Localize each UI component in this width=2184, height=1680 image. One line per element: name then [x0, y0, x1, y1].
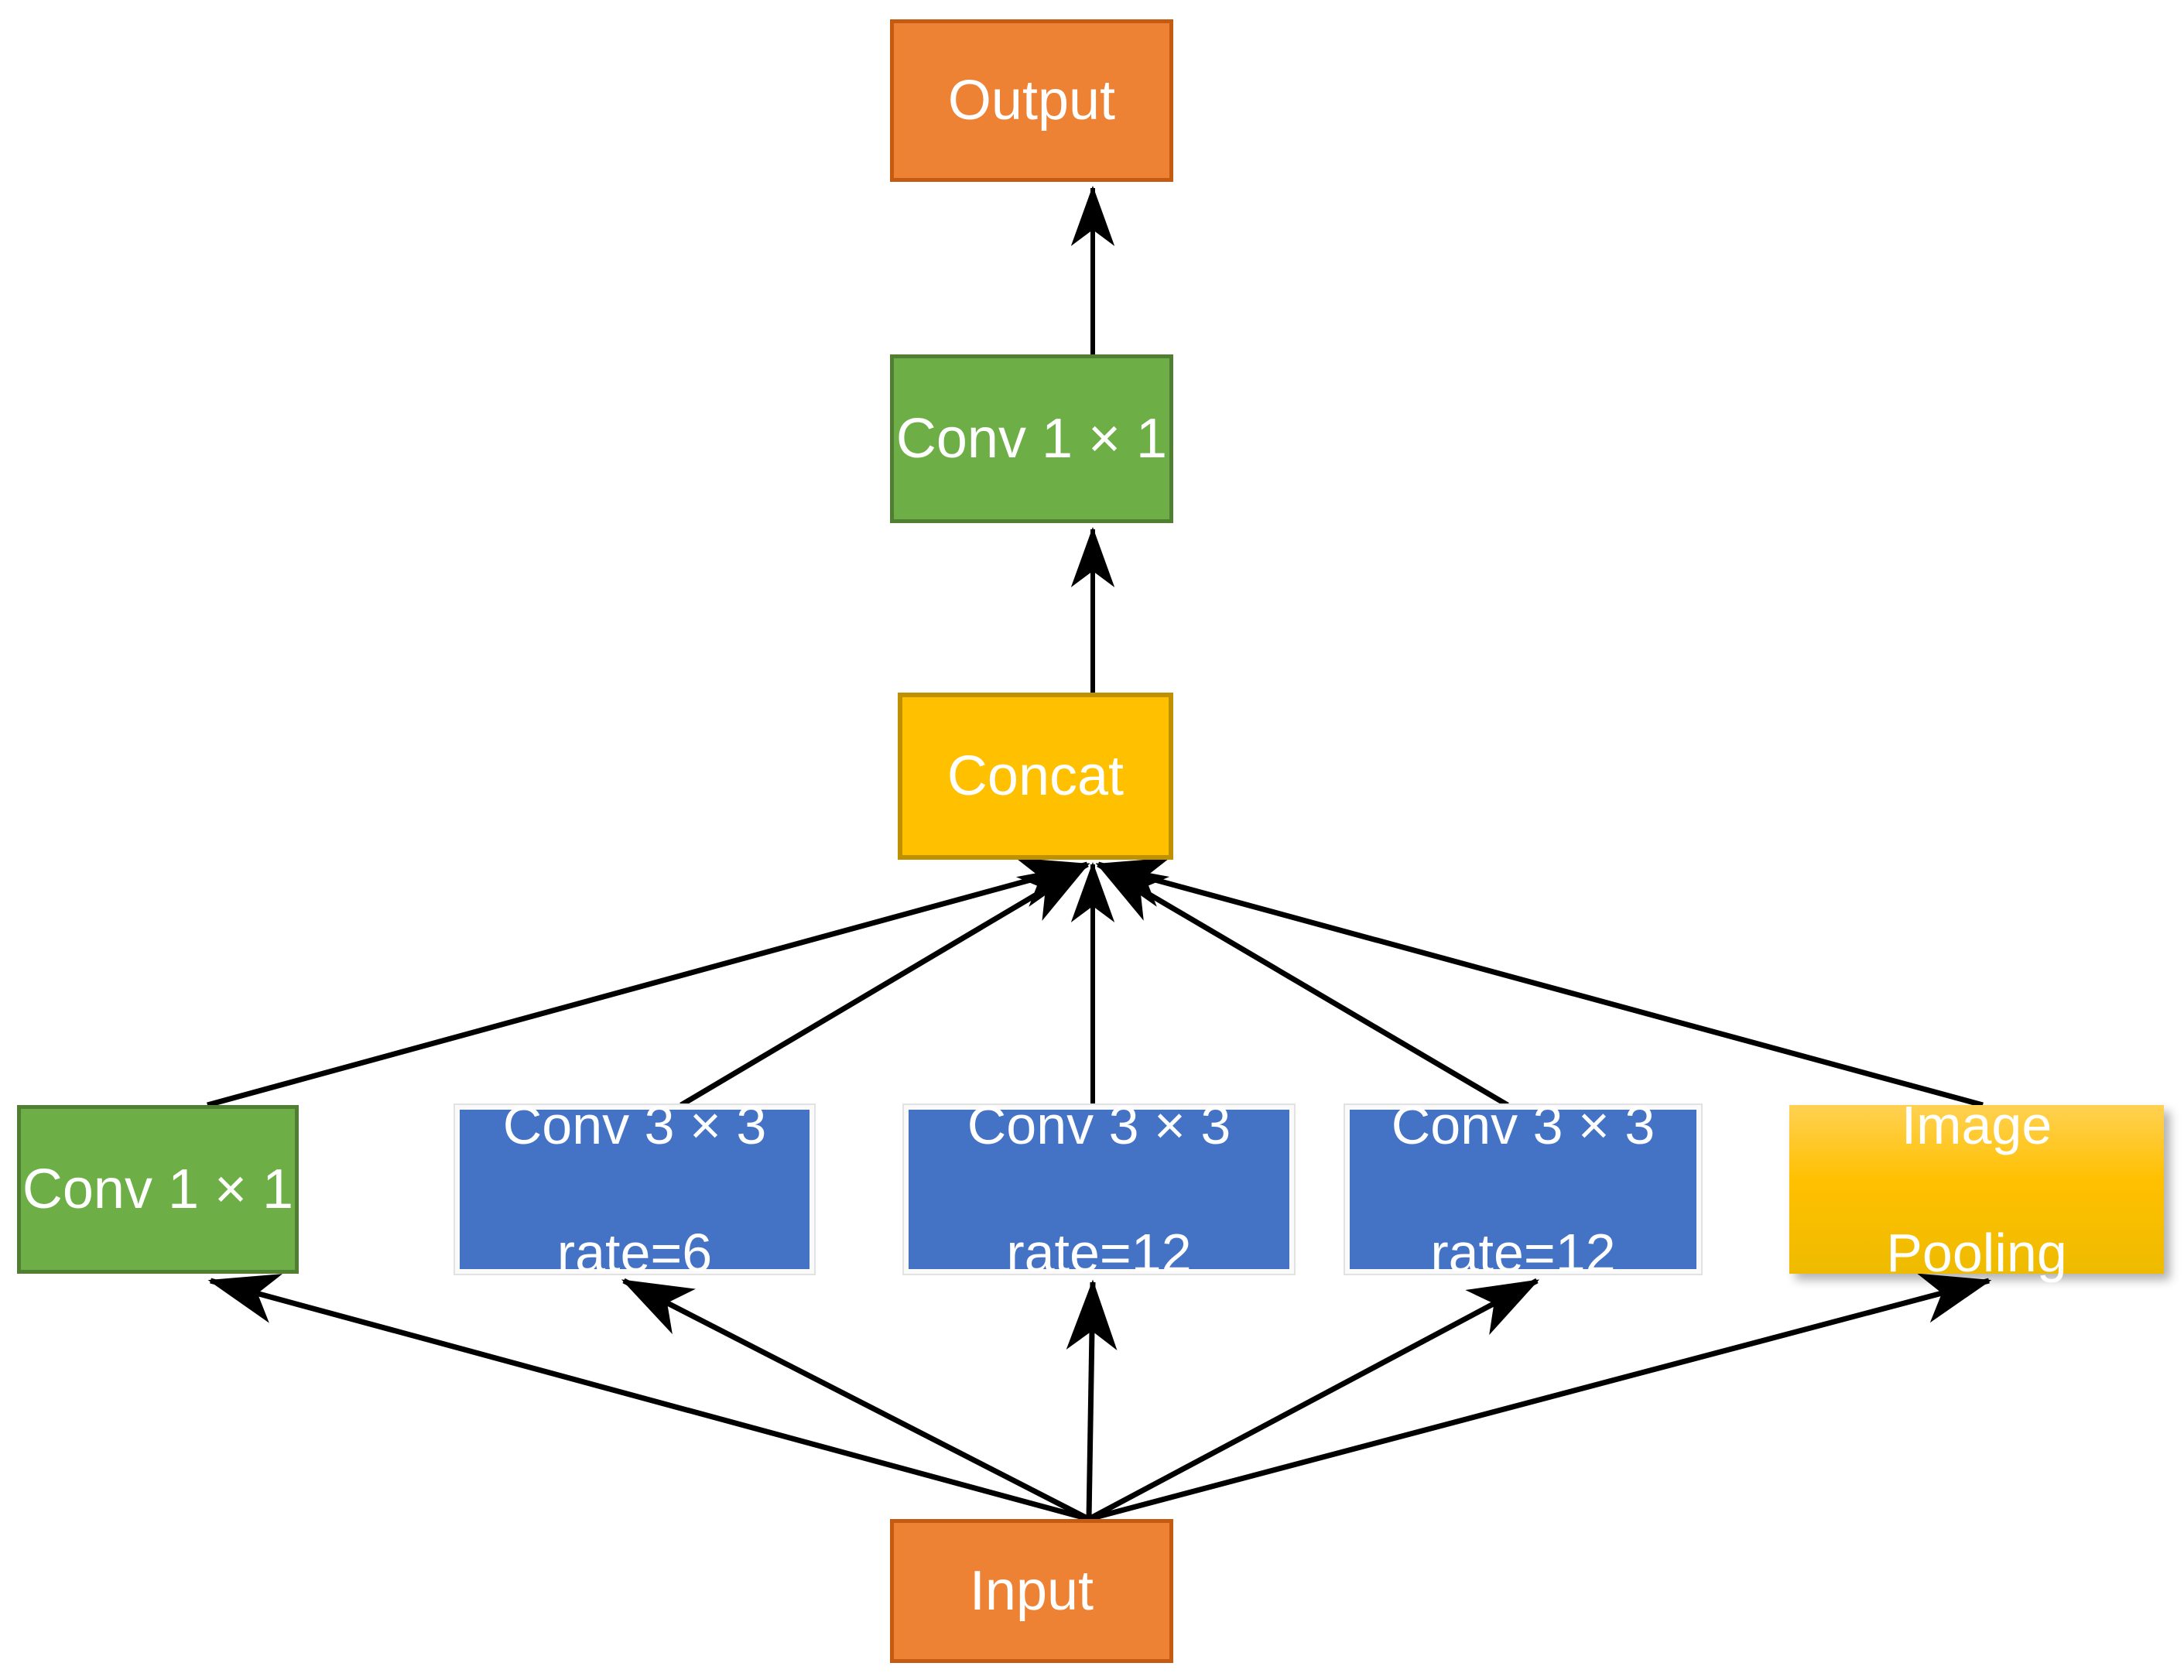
node-image-pooling-line1: Image [1901, 1095, 2052, 1156]
node-conv-3x3-rate-12-a-line1: Conv 3 × 3 [967, 1095, 1231, 1156]
node-conv-3x3-rate-12-b-line1: Conv 3 × 3 [1391, 1095, 1655, 1156]
node-image-pooling-line2: Pooling [1886, 1223, 2067, 1284]
node-conv-1x1-branch[interactable]: Conv 1 × 1 [17, 1105, 299, 1274]
node-conv-3x3-rate-12-a-line2: rate=12 [1006, 1223, 1192, 1284]
node-concat[interactable]: Concat [898, 693, 1173, 860]
node-image-pooling[interactable]: Image Pooling [1789, 1095, 2164, 1283]
node-conv-3x3-rate-12-a[interactable]: Conv 3 × 3 rate=12 [902, 1095, 1296, 1283]
node-conv-3x3-rate-12-b-line2: rate=12 [1430, 1223, 1616, 1284]
node-conv-3x3-rate-6[interactable]: Conv 3 × 3 rate=6 [454, 1095, 816, 1283]
node-conv-3x3-rate-6-line1: Conv 3 × 3 [502, 1095, 767, 1156]
node-conv-3x3-rate-6-line2: rate=6 [556, 1223, 713, 1284]
node-conv-3x3-rate-12-b[interactable]: Conv 3 × 3 rate=12 [1344, 1095, 1703, 1283]
node-output[interactable]: Output [890, 19, 1173, 182]
node-input[interactable]: Input [890, 1519, 1173, 1663]
node-conv-1x1-projection[interactable]: Conv 1 × 1 [890, 354, 1173, 523]
